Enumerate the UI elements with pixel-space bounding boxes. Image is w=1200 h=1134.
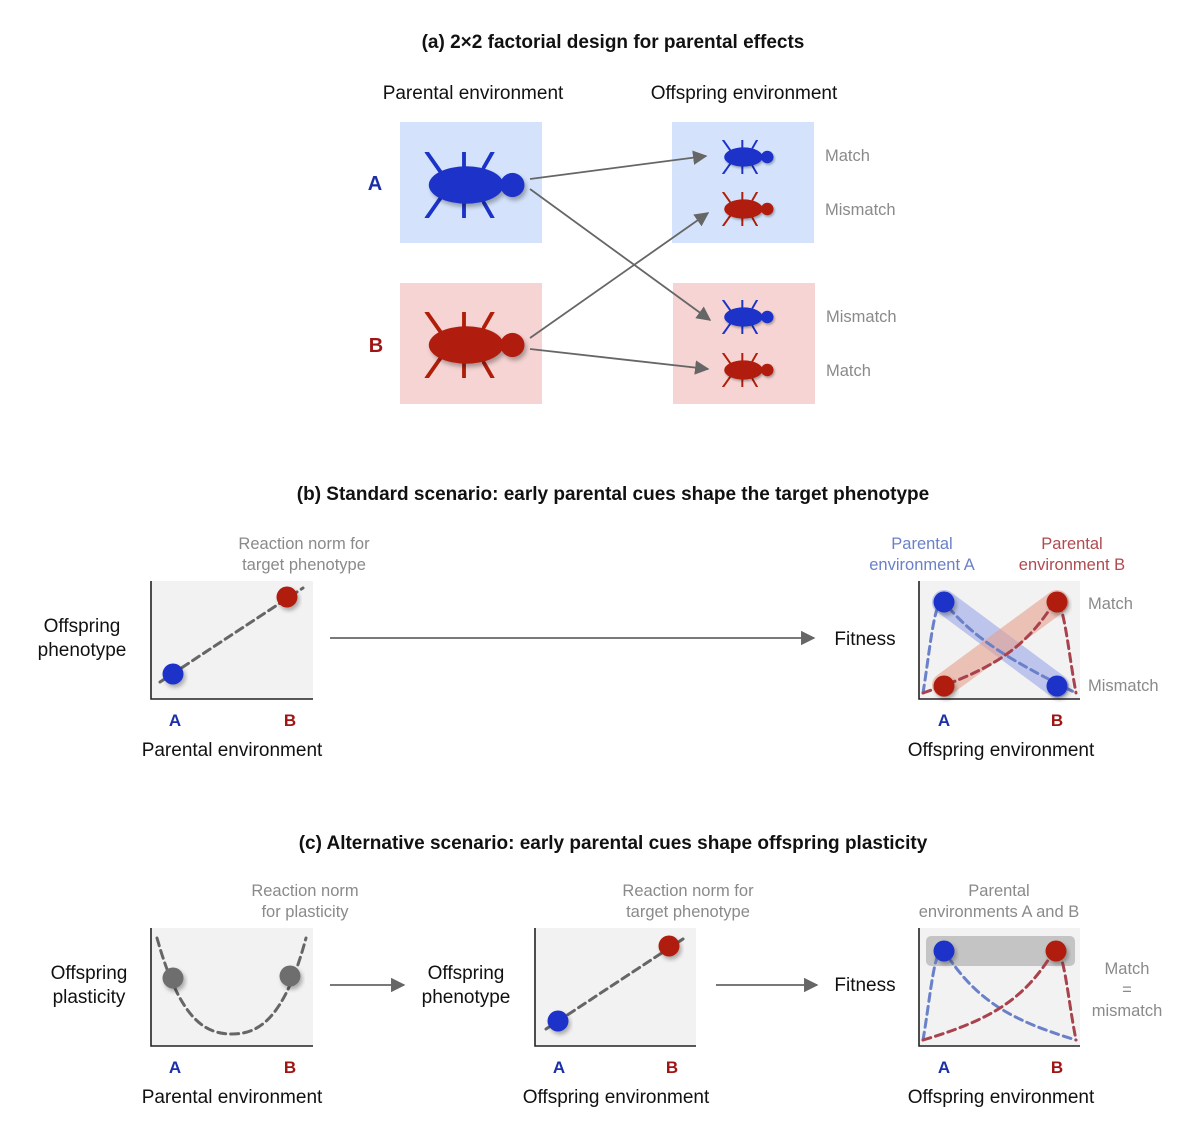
b-legend-a-line1: Parental (891, 535, 952, 553)
c3-note-line1: Match (1105, 960, 1150, 978)
c1-axes (150, 928, 313, 1047)
offspring-box-b (673, 283, 815, 404)
b-right-point-a-mismatch (1046, 675, 1068, 697)
c2-ylabel-line2: phenotype (422, 987, 511, 1008)
b-legend-b-line2: environment B (1019, 556, 1125, 574)
panel-a-title: (a) 2×2 factorial design for parental ef… (422, 32, 805, 53)
b-left-tick-b: B (284, 711, 296, 730)
c3-tick-b: B (1051, 1058, 1063, 1077)
arrow-b-to-a (529, 212, 710, 339)
b-left-caption-line1: Reaction norm for (238, 535, 370, 553)
c3-caption-line1: Parental (968, 882, 1029, 900)
c2-xlabel: Offspring environment (523, 1087, 710, 1108)
c2-caption-line2: target phenotype (626, 903, 750, 921)
offspring-environment-header: Offspring environment (651, 83, 838, 104)
b-left-axes (150, 581, 313, 700)
b-right-point-a-match (933, 591, 955, 613)
b-left-point-b (276, 586, 298, 608)
b-right-tick-a: A (938, 711, 950, 730)
c3-axes (918, 928, 1080, 1047)
c2-caption-line1: Reaction norm for (622, 882, 754, 900)
label-top-mismatch: Mismatch (825, 201, 896, 219)
c3-ylabel: Fitness (834, 975, 895, 996)
c3-point-a (933, 940, 955, 962)
c2-ylabel-line1: Offspring (428, 963, 505, 984)
c3-point-b (1045, 940, 1067, 962)
b-left-xlabel: Parental environment (142, 740, 323, 761)
arrow-a-to-b (529, 188, 712, 321)
c3-tick-a: A (938, 1058, 950, 1077)
b-right-xlabel: Offspring environment (908, 740, 1095, 761)
c3-caption-line2: environments A and B (919, 903, 1080, 921)
c2-tick-b: B (666, 1058, 678, 1077)
c1-ylabel-line2: plasticity (53, 987, 126, 1008)
b-left-ylabel-line2: phenotype (38, 640, 127, 661)
b-left-point-a (162, 663, 184, 685)
c1-point-a (162, 967, 184, 989)
b-right-tick-b: B (1051, 711, 1063, 730)
c3-fitness-curve-env-a (921, 947, 1078, 1042)
panel-a: (a) 2×2 factorial design for parental ef… (368, 32, 897, 404)
c1-tick-a: A (169, 1058, 181, 1077)
c1-caption-line1: Reaction norm (251, 882, 358, 900)
c3-match-band (926, 936, 1075, 966)
c2-reaction-norm (544, 935, 688, 1031)
c3-xlabel: Offspring environment (908, 1087, 1095, 1108)
b-right-point-b-mismatch (933, 675, 955, 697)
c2-point-a (547, 1010, 569, 1032)
b-right-ylabel: Fitness (834, 629, 895, 650)
parental-environment-header: Parental environment (383, 83, 564, 104)
panel-b: (b) Standard scenario: early parental cu… (38, 484, 1159, 761)
label-top-match: Match (825, 147, 870, 165)
c2-tick-a: A (553, 1058, 565, 1077)
c1-xlabel: Parental environment (142, 1087, 323, 1108)
panel-b-title: (b) Standard scenario: early parental cu… (297, 484, 929, 505)
c3-note-line2: = (1122, 981, 1132, 999)
c2-axes (534, 928, 696, 1047)
b-right-axes (918, 581, 1080, 700)
b-right-mismatch: Mismatch (1088, 677, 1159, 695)
b-legend-b-line1: Parental (1041, 535, 1102, 553)
b-right-point-b-match (1046, 591, 1068, 613)
arrow-a-to-a (529, 150, 708, 180)
b-band-env-b (932, 590, 1069, 697)
c3-note-line3: mismatch (1092, 1002, 1163, 1020)
panel-c: (c) Alternative scenario: early parental… (51, 833, 1163, 1108)
panel-c-title: (c) Alternative scenario: early parental… (299, 833, 928, 854)
label-bottom-mismatch: Mismatch (826, 308, 897, 326)
b-legend-a-line2: environment A (869, 556, 974, 574)
c1-caption-line2: for plasticity (261, 903, 349, 921)
c1-point-b (279, 965, 301, 987)
c1-plasticity-curve (155, 936, 308, 1036)
c1-tick-b: B (284, 1058, 296, 1077)
c1-ylabel-line1: Offspring (51, 963, 128, 984)
b-left-tick-a: A (169, 711, 181, 730)
b-left-caption-line2: target phenotype (242, 556, 366, 574)
b-right-match: Match (1088, 595, 1133, 613)
parental-label-b: B (369, 335, 383, 357)
arrow-b-to-b (529, 348, 710, 375)
label-bottom-match: Match (826, 362, 871, 380)
b-left-ylabel-line1: Offspring (44, 616, 121, 637)
c2-point-b (658, 935, 680, 957)
parental-label-a: A (368, 173, 382, 195)
